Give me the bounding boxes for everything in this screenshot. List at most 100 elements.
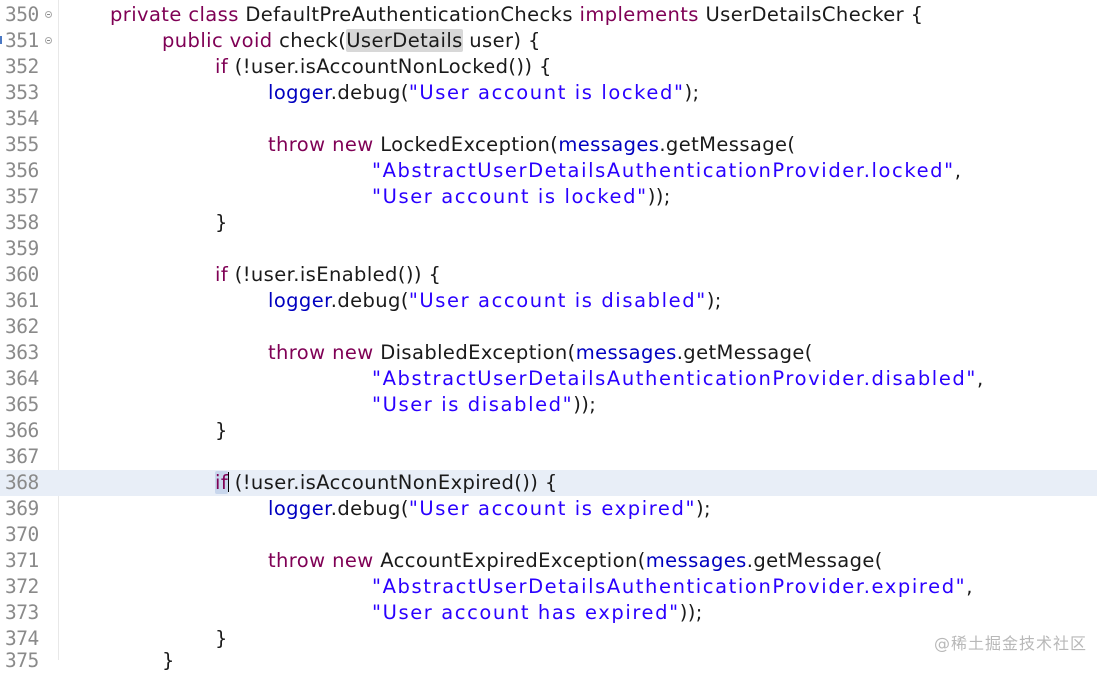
code-line[interactable]: 352 if (!user.isAccountNonLocked()) { <box>0 54 1097 80</box>
code-token: , <box>954 159 962 182</box>
code-line[interactable]: 370 <box>0 522 1097 548</box>
code-line[interactable]: 369 logger.debug("User account is expire… <box>0 496 1097 522</box>
code-line[interactable]: 359 <box>0 236 1097 262</box>
code-text[interactable]: "User account is locked")); <box>372 184 671 210</box>
code-line[interactable]: 372 "AbstractUserDetailsAuthenticationPr… <box>0 574 1097 600</box>
watermark: @稀土掘金技术社区 <box>933 634 1087 653</box>
code-token: .getMessage( <box>676 341 813 364</box>
gutter-cell: 375 <box>0 648 58 674</box>
code-line[interactable]: 361 logger.debug("User account is disabl… <box>0 288 1097 314</box>
code-text[interactable]: throw new LockedException(messages.getMe… <box>268 132 795 158</box>
code-text[interactable]: if (!user.isAccountNonLocked()) { <box>215 54 552 80</box>
code-line[interactable]: 358 } <box>0 210 1097 236</box>
code-token: ); <box>684 81 700 104</box>
code-text[interactable]: logger.debug("User account is locked"); <box>268 80 700 106</box>
gutter-cell: 370 <box>0 522 58 548</box>
code-text[interactable]: throw new AccountExpiredException(messag… <box>268 548 883 574</box>
code-token: DisabledException( <box>380 341 576 364</box>
gutter-cell: 357 <box>0 184 58 210</box>
keyword: implements <box>579 3 706 26</box>
line-number: 355 <box>5 133 39 156</box>
code-text[interactable]: } <box>215 210 228 236</box>
code-line[interactable]: 365 "User is disabled")); <box>0 392 1097 418</box>
code-line[interactable]: 355 throw new LockedException(messages.g… <box>0 132 1097 158</box>
code-text[interactable]: } <box>215 418 228 444</box>
code-text[interactable]: if (!user.isEnabled()) { <box>215 262 441 288</box>
line-number: 368 <box>5 471 39 494</box>
code-text[interactable]: } <box>215 626 228 652</box>
line-number: 374 <box>5 627 39 650</box>
gutter-cell: 361 <box>0 288 58 314</box>
code-token: } <box>215 627 228 650</box>
code-line[interactable]: 375 } <box>0 648 1097 674</box>
line-number: 360 <box>5 263 39 286</box>
code-line[interactable]: 367 <box>0 444 1097 470</box>
line-number: 354 <box>5 107 39 130</box>
code-line[interactable]: 374 } <box>0 626 1097 652</box>
field: messages <box>645 549 747 572</box>
line-number: 369 <box>5 497 39 520</box>
code-line[interactable]: 356 "AbstractUserDetailsAuthenticationPr… <box>0 158 1097 184</box>
gutter-cell: 359 <box>0 236 58 262</box>
code-token: AccountExpiredException( <box>380 549 646 572</box>
line-number: 364 <box>5 367 39 390</box>
string-literal: "User account is locked" <box>372 185 648 208</box>
gutter-cell: 351 <box>0 28 58 54</box>
code-line[interactable]: 360 if (!user.isEnabled()) { <box>0 262 1097 288</box>
code-text[interactable]: logger.debug("User account is expired"); <box>268 496 711 522</box>
fold-collapse-icon[interactable] <box>45 37 52 44</box>
keyword: private class <box>110 3 246 26</box>
string-literal: "User account is expired" <box>408 497 697 520</box>
line-number: 362 <box>5 315 39 338</box>
code-line[interactable]: 373 "User account has expired")); <box>0 600 1097 626</box>
line-number: 366 <box>5 419 39 442</box>
code-text[interactable]: if (!user.isAccountNonExpired()) { <box>215 470 558 496</box>
code-text[interactable]: public void check(UserDetails user) { <box>162 28 541 54</box>
code-line[interactable]: 366 } <box>0 418 1097 444</box>
code-text[interactable]: "User account has expired")); <box>372 600 703 626</box>
code-token: LockedException( <box>380 133 559 156</box>
line-number: 352 <box>5 55 39 78</box>
code-text[interactable]: "AbstractUserDetailsAuthenticationProvid… <box>372 574 973 600</box>
keyword: throw new <box>268 133 381 156</box>
code-line[interactable]: 350 private class DefaultPreAuthenticati… <box>0 2 1097 28</box>
code-line[interactable]: 364 "AbstractUserDetailsAuthenticationPr… <box>0 366 1097 392</box>
line-number: 356 <box>5 159 39 182</box>
code-line[interactable]: 357 "User account is locked")); <box>0 184 1097 210</box>
gutter-cell: 355 <box>0 132 58 158</box>
code-line[interactable]: 362 <box>0 314 1097 340</box>
code-text[interactable]: logger.debug("User account is disabled")… <box>268 288 722 314</box>
code-line[interactable]: 363 throw new DisabledException(messages… <box>0 340 1097 366</box>
code-token: ); <box>706 289 722 312</box>
code-line[interactable]: 371 throw new AccountExpiredException(me… <box>0 548 1097 574</box>
code-line[interactable]: 353 logger.debug("User account is locked… <box>0 80 1097 106</box>
string-literal: "User is disabled" <box>372 393 574 416</box>
code-token: } <box>215 419 228 442</box>
string-literal: "User account is locked" <box>408 81 685 104</box>
code-token: .debug( <box>330 289 409 312</box>
code-text[interactable]: private class DefaultPreAuthenticationCh… <box>110 2 923 28</box>
code-text[interactable]: throw new DisabledException(messages.get… <box>268 340 813 366</box>
current-code-line[interactable]: 368 if (!user.isAccountNonExpired()) { <box>0 470 1097 496</box>
gutter-cell: 367 <box>0 444 58 470</box>
keyword: throw new <box>268 341 381 364</box>
code-token: )); <box>679 601 703 624</box>
keyword: if <box>215 55 235 78</box>
fold-collapse-icon[interactable] <box>45 11 52 18</box>
code-text[interactable]: "AbstractUserDetailsAuthenticationProvid… <box>372 366 984 392</box>
gutter-cell: 360 <box>0 262 58 288</box>
code-text[interactable]: } <box>162 648 175 674</box>
line-number: 353 <box>5 81 39 104</box>
code-text[interactable]: "User is disabled")); <box>372 392 596 418</box>
code-text[interactable]: "AbstractUserDetailsAuthenticationProvid… <box>372 158 961 184</box>
code-line[interactable]: 354 <box>0 106 1097 132</box>
line-number: 350 <box>5 3 39 26</box>
code-token: .getMessage( <box>746 549 883 572</box>
code-line[interactable]: 351 public void check(UserDetails user) … <box>0 28 1097 54</box>
string-literal: "User account is disabled" <box>408 289 707 312</box>
gutter-cell: 353 <box>0 80 58 106</box>
line-number: 371 <box>5 549 39 572</box>
code-token: , <box>966 575 973 598</box>
keyword: if <box>215 263 235 286</box>
